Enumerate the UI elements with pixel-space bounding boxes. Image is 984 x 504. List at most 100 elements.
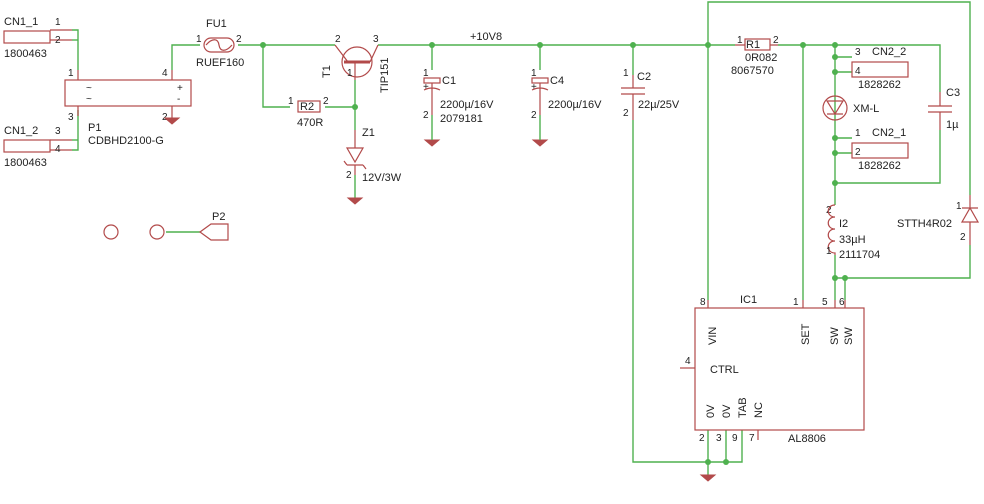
c4-plus: +: [531, 82, 537, 93]
z1-pin2: 2: [346, 170, 352, 181]
ic1-value: AL8806: [788, 433, 826, 445]
ic1-pin9: 9: [732, 433, 738, 444]
junction-dot: [723, 459, 729, 465]
r2-pin2: 2: [323, 96, 329, 107]
junction-dot: [429, 42, 435, 48]
cn2-2-pin-a: 3: [855, 47, 861, 58]
ground-icon: [346, 197, 364, 205]
led-xml[interactable]: XM-L: [822, 95, 879, 121]
cn1-1-body: [3, 30, 51, 44]
p1-minus-symbol: -: [177, 94, 180, 105]
i2-ref: I2: [839, 218, 848, 230]
zener-z1[interactable]: Z1 2 12V/3W: [343, 127, 402, 205]
inductor-icon: [827, 204, 836, 255]
cn2-2-pin-b: 4: [855, 66, 861, 77]
junction-dot: [705, 42, 711, 48]
ground-icon: [423, 139, 441, 147]
junction-dot: [630, 42, 636, 48]
led-triangle: [825, 100, 845, 116]
capacitor-icon: [423, 83, 441, 115]
cn1-2-ref: CN1_2: [4, 125, 38, 137]
cn1-1-ref: CN1_1: [4, 16, 38, 28]
connector-cn1-1[interactable]: CN1_1 1 2 1800463: [3, 16, 72, 60]
d1-pin1: 1: [956, 201, 962, 212]
junction-dot: [352, 104, 358, 110]
r1-order: 8067570: [731, 65, 774, 77]
ic-al8806[interactable]: IC1 8 1 5 6 VIN SET SW SW 4 CTRL 0V 0V T…: [680, 294, 865, 482]
ic1-pin4: 4: [685, 356, 691, 367]
i2-order: 2111704: [839, 249, 880, 261]
capacitor-c4[interactable]: 1 + C4 2 2200µ/16V: [531, 68, 602, 147]
capacitor-c2[interactable]: 1 C2 2 22µ/25V: [621, 68, 680, 120]
ic1-pin2: 2: [699, 433, 705, 444]
bridge-rectifier-p1[interactable]: 1 3 4 2 ~ ~ - + P1 CDBHD2100-G: [64, 68, 192, 147]
ic1-sw6-label: SW: [843, 327, 855, 345]
capacitor-c1[interactable]: 1 + C1 2 2200µ/16V 2079181: [423, 68, 494, 147]
test-point-p2[interactable]: P2: [198, 211, 229, 241]
led-icon: [822, 95, 848, 121]
c2-pin2: 2: [623, 108, 629, 119]
transistor-icon: [341, 46, 373, 78]
c1-pin1: 1: [423, 68, 429, 79]
inductor-i2[interactable]: 2 I2 33µH 2111704 1: [826, 204, 880, 261]
fu1-ref: FU1: [206, 18, 227, 30]
c4-value: 2200µ/16V: [548, 99, 602, 111]
connector-cn2-2[interactable]: 3 CN2_2 4 1828262: [851, 46, 909, 91]
junction-dot: [832, 69, 838, 75]
d1-value: STTH4R02: [897, 218, 952, 230]
fuse-fu1[interactable]: FU1 1 2 RUEF160: [196, 18, 244, 69]
cn1-1-pin-b: 2: [55, 35, 61, 46]
connector-cn2-1[interactable]: 1 CN2_1 2 1828262: [851, 127, 909, 172]
c4-ref: C4: [550, 75, 564, 87]
c1-value: 2200µ/16V: [440, 99, 494, 111]
c4-pin1: 1: [531, 68, 537, 79]
c1-plus: +: [423, 82, 429, 93]
resistor-r1[interactable]: 1 R1 2 0R082 8067570: [731, 35, 779, 77]
z1-value: 12V/3W: [362, 172, 402, 184]
ic1-tab-label: TAB: [737, 397, 749, 418]
capacitor-c3[interactable]: C3 1µ: [928, 87, 960, 131]
ic1-pin5: 5: [822, 297, 828, 308]
p1-pins: [77, 70, 173, 118]
resistor-r2[interactable]: 1 R2 2 470R: [288, 96, 329, 129]
ic1-set-label: SET: [800, 323, 812, 345]
junction-dot: [260, 42, 266, 48]
transistor-t1[interactable]: 2 3 1 T1 TIP151: [321, 34, 391, 93]
fu1-pin2: 2: [236, 34, 242, 45]
junctions: [260, 42, 848, 465]
c2-pin1: 1: [623, 68, 629, 79]
fu1-pin1: 1: [196, 34, 202, 45]
t1-pin3: 3: [373, 34, 379, 45]
p1-pin4: 4: [162, 68, 168, 79]
junction-dot: [705, 459, 711, 465]
t1-ref: T1: [321, 65, 333, 78]
c1-pin2: 2: [423, 110, 429, 121]
d1-pin2: 2: [960, 232, 966, 243]
capacitor-icon: [531, 83, 549, 115]
ground-symbol: [163, 117, 181, 125]
r1-body: [744, 38, 771, 51]
junction-dot: [832, 150, 838, 156]
cn1-2-pin-b: 4: [55, 144, 61, 155]
junction-dot: [832, 54, 838, 60]
z1-ref: Z1: [362, 127, 375, 139]
ic1-pin8: 8: [700, 297, 706, 308]
mounting-holes: [103, 224, 165, 240]
c4-pin2: 2: [531, 110, 537, 121]
junction-dot: [800, 42, 806, 48]
ic1-pin6: 6: [839, 297, 845, 308]
cn1-2-body: [3, 139, 51, 153]
connector-cn1-2[interactable]: CN1_2 3 4 1800463: [3, 125, 72, 169]
c1-ref: C1: [442, 75, 456, 87]
r1-pin1: 1: [737, 35, 743, 46]
cn2-1-pin-b: 2: [855, 147, 861, 158]
p1-ref: P1: [88, 122, 101, 134]
junction-dot: [832, 42, 838, 48]
diode-d1[interactable]: 1 STTH4R02 2: [897, 195, 980, 245]
r1-ref: R1: [746, 39, 760, 51]
capacitor-icon: [928, 92, 952, 130]
wires: [72, 1, 971, 475]
ground-icon: [531, 139, 549, 147]
p1-pin1: 1: [68, 68, 74, 79]
